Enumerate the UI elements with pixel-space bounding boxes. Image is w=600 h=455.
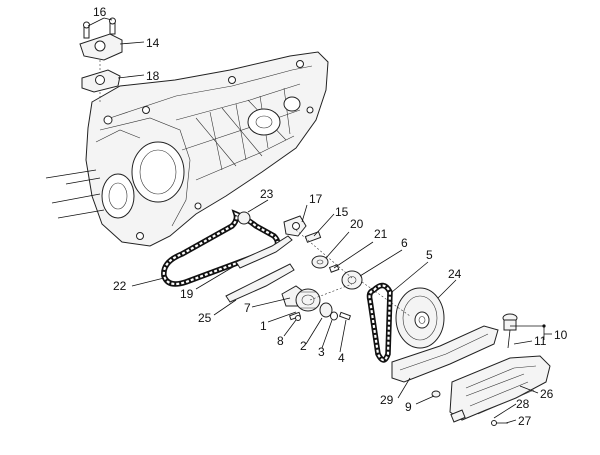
timing-chain — [161, 209, 281, 287]
callout-3: 3 — [318, 345, 325, 359]
callout-10: 10 — [554, 328, 568, 342]
cam-sprocket — [237, 211, 251, 225]
oil-sump-gasket — [391, 325, 499, 383]
callout-14: 14 — [146, 36, 160, 50]
crankcase — [85, 51, 329, 247]
callout-28: 28 — [516, 397, 530, 411]
callout-25: 25 — [198, 311, 212, 325]
callout-19: 19 — [180, 287, 194, 301]
oil-pump — [281, 285, 352, 321]
drain-plug — [431, 390, 441, 398]
callout-16: 16 — [93, 5, 107, 19]
dipstick — [502, 313, 518, 349]
callout-29: 29 — [380, 393, 394, 407]
callout-24: 24 — [448, 267, 462, 281]
oil-pump-chain — [366, 282, 393, 363]
callout-labels: 16 14 18 23 17 15 20 21 6 5 24 22 19 25 … — [93, 5, 568, 428]
chain-guide-19 — [235, 235, 293, 269]
callout-1: 1 — [260, 319, 267, 333]
callout-5: 5 — [426, 248, 433, 262]
screw-27 — [491, 420, 508, 426]
callout-8: 8 — [277, 334, 284, 348]
callout-11: 11 — [534, 334, 547, 348]
assembly-lines — [295, 229, 411, 317]
oil-sump — [449, 355, 551, 423]
tensioner-gasket — [81, 69, 121, 93]
cylinder-studs — [45, 169, 105, 219]
callout-23: 23 — [260, 187, 274, 201]
callout-2: 2 — [300, 339, 307, 353]
callout-21: 21 — [374, 227, 388, 241]
callout-27: 27 — [518, 414, 532, 428]
callout-7: 7 — [244, 301, 251, 315]
callout-22: 22 — [113, 279, 127, 293]
oil-pump-pulley — [395, 287, 445, 349]
callout-18: 18 — [146, 69, 160, 83]
tensioner-assembly — [283, 215, 340, 273]
callout-6: 6 — [401, 236, 408, 250]
callout-26: 26 — [540, 387, 554, 401]
leader-lines — [87, 17, 552, 424]
callout-4: 4 — [338, 351, 345, 365]
tensioner-cover — [79, 17, 123, 61]
crank-sprocket — [341, 270, 363, 290]
callout-15: 15 — [335, 205, 349, 219]
chain-slider-25 — [225, 263, 295, 303]
callout-20: 20 — [350, 217, 364, 231]
callout-9: 9 — [405, 400, 412, 414]
callout-17: 17 — [309, 192, 323, 206]
